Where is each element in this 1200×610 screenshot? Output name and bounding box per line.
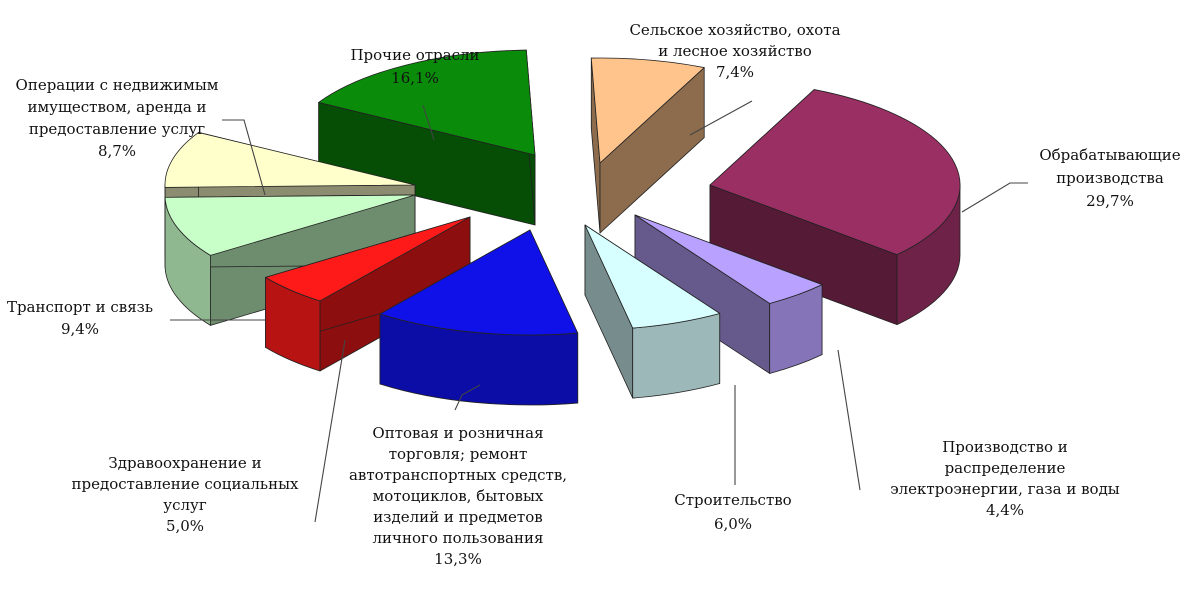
slice-transport-top: [164, 194, 416, 256]
slice-manuf: [709, 89, 961, 326]
label-trade-line: изделий и предметов: [373, 508, 542, 526]
label-realty: Операции с недвижимым имуществом, аренда …: [16, 76, 219, 160]
slice-trade-top: [379, 229, 579, 336]
label-constr-value: 6,0%: [714, 515, 752, 533]
label-trade-line: личного пользования: [373, 529, 544, 547]
label-other: Прочие отрасли 16,1%: [350, 46, 479, 87]
label-trade-line: автотранспортных средств,: [349, 466, 567, 484]
slice-agri-top: [590, 57, 705, 164]
label-health: Здравоохранение и предоставление социальн…: [72, 454, 300, 535]
slice-energy: [634, 214, 823, 374]
label-energy-value: 4,4%: [986, 501, 1024, 519]
label-other-value: 16,1%: [391, 69, 439, 87]
label-agri-value: 7,4%: [716, 63, 754, 81]
label-trade-line: торговля; ремонт: [389, 445, 528, 463]
leader-energy: [837, 349, 861, 491]
leader-health: [314, 339, 346, 523]
leader-manuf: [961, 182, 1028, 213]
label-trade-line: Оптовая и розничная: [372, 424, 543, 442]
label-trade-line: мотоциклов, бытовых: [373, 487, 544, 505]
slice-energy-top: [634, 214, 823, 304]
label-realty-line: Операции с недвижимым: [16, 76, 219, 94]
label-health-line: Здравоохранение и: [108, 454, 261, 472]
leader-agri: [689, 100, 753, 136]
slice-manuf-top: [709, 89, 961, 256]
label-energy-line: электроэнергии, газа и воды: [890, 480, 1120, 498]
label-health-value: 5,0%: [166, 517, 204, 535]
label-constr: Строительство 6,0%: [674, 491, 791, 533]
label-manuf-value: 29,7%: [1086, 192, 1134, 210]
slice-constr: [584, 224, 721, 399]
slice-health-top: [265, 216, 471, 302]
label-health-line: услуг: [163, 496, 207, 514]
label-realty-line: имуществом, аренда и: [27, 98, 206, 116]
leader-lines: [170, 100, 1028, 523]
label-realty-line: предоставление услуг: [29, 120, 205, 138]
label-other-line: Прочие отрасли: [350, 46, 479, 64]
label-transport-value: 9,4%: [61, 320, 99, 338]
slice-other-top: [318, 49, 536, 156]
label-constr-line: Строительство: [674, 491, 791, 509]
label-trade: Оптовая и розничная торговля; ремонт автот…: [349, 424, 567, 568]
label-energy-line: Производство и: [942, 438, 1068, 456]
leader-other: [422, 104, 435, 141]
slice-trade: [379, 229, 579, 406]
label-transport: Транспорт и связь 9,4%: [7, 298, 153, 338]
leader-trade: [454, 384, 481, 411]
slice-constr-top: [584, 224, 721, 329]
slice-realty-top: [164, 132, 416, 188]
slice-transport: [164, 194, 416, 326]
label-manuf-line: производства: [1056, 169, 1164, 187]
label-trade-value: 13,3%: [434, 550, 482, 568]
label-agri-line: Сельское хозяйство, охота: [629, 21, 840, 39]
slice-other: [318, 49, 536, 226]
slice-agri: [590, 57, 705, 234]
slice-health: [265, 216, 471, 372]
label-agri: Сельское хозяйство, охота и лесное хозяйс…: [629, 21, 840, 81]
label-realty-value: 8,7%: [98, 142, 136, 160]
label-manuf: Обрабатывающие производства 29,7%: [1039, 146, 1180, 210]
slice-labels: Сельское хозяйство, охота и лесное хозяйс…: [7, 21, 1181, 568]
leader-realty: [222, 119, 266, 196]
pie-slices: [164, 49, 961, 406]
label-energy-line: распределение: [945, 459, 1066, 477]
label-manuf-line: Обрабатывающие: [1039, 146, 1180, 164]
label-agri-line: и лесное хозяйство: [658, 42, 812, 60]
label-health-line: предоставление социальных: [72, 475, 300, 493]
label-energy: Производство и распределение электроэнерги…: [890, 438, 1120, 519]
label-transport-line: Транспорт и связь: [7, 298, 153, 316]
